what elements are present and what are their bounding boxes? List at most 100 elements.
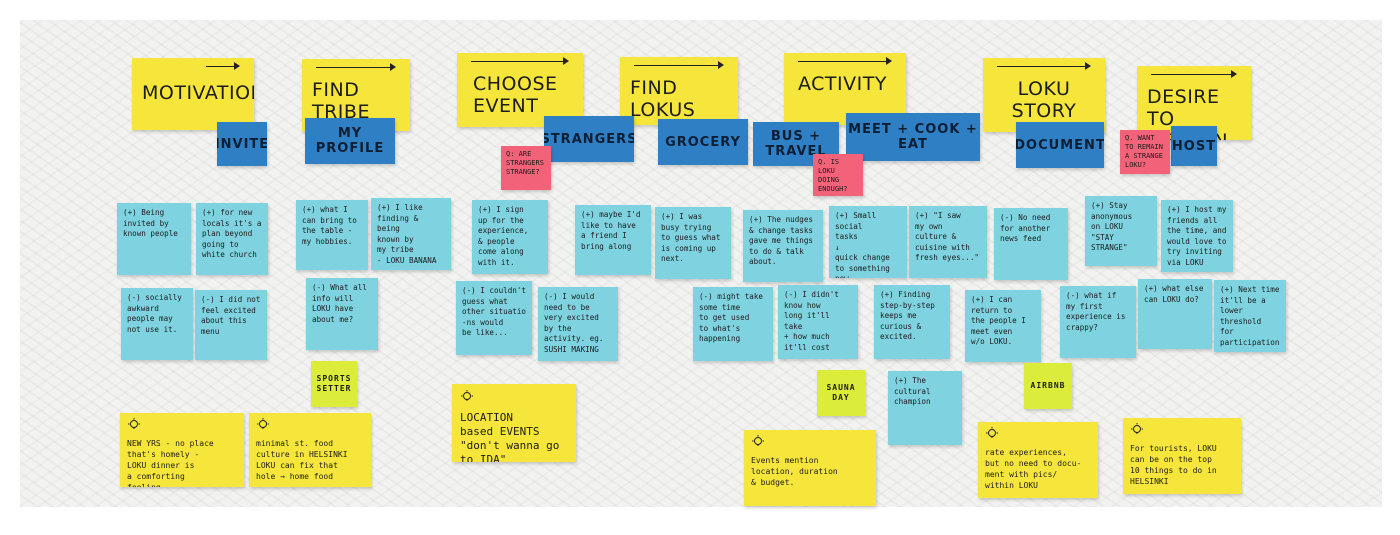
arrow-right-icon (312, 63, 400, 73)
arrow-right-icon (467, 57, 573, 67)
question-note: Q: ARE STRANGERS STRANGE? (501, 146, 551, 190)
touchpoint-note: MEET + COOK + EAT (846, 113, 980, 161)
idea-text: LOCATION based EVENTS "don't wanna go to… (460, 411, 560, 462)
arrow-right-icon (1147, 70, 1241, 80)
insight-note: (+) maybe I'd like to have a friend I br… (575, 205, 651, 275)
insight-text: (-) what if my first experience is crapp… (1066, 291, 1126, 332)
insight-note: (+) I host my friends all the time, and … (1161, 200, 1233, 272)
lightbulb-icon (751, 435, 765, 452)
lightbulb-icon (460, 390, 474, 408)
arrow-right-icon (630, 61, 728, 71)
lightbulb-icon (127, 418, 141, 435)
stage-label: MOTIVATION (142, 82, 254, 104)
insight-text: (+) what I can bring to the table - my h… (302, 205, 357, 246)
touchpoint-note: INVITE (217, 122, 267, 166)
touchpoint-label: INVITE (217, 136, 267, 152)
touchpoint-label: BUS + TRAVEL (765, 129, 827, 159)
touchpoint-note: DOCUMENT (1016, 122, 1104, 168)
stage-label: FIND LOKUS (630, 77, 696, 121)
arrow-right-icon (993, 62, 1095, 72)
tag-text: AIRBNB (1030, 381, 1066, 390)
idea-text: rate experiences, but no need to docu- m… (985, 448, 1082, 490)
touchpoint-note: GROCERY (658, 119, 748, 165)
insight-text: (-) I did not feel excited about this me… (201, 295, 261, 336)
stage-note: CHOOSE EVENT (457, 53, 583, 127)
stage-note: FIND LOKUS (620, 57, 738, 125)
insight-text: (-) socially awkward people may not use … (127, 293, 182, 334)
insight-note: (-) What all info will LOKU have about m… (306, 278, 378, 350)
touchpoint-label: GROCERY (665, 134, 741, 150)
question-note: Q. IS LOKU DOING ENOUGH? (813, 154, 863, 196)
lightbulb-icon (1130, 423, 1144, 440)
insight-text: (+) for new locals it's a plan beyond go… (202, 208, 262, 259)
insight-note: (-) I did not feel excited about this me… (195, 290, 267, 360)
insight-note: (-) I couldn't guess what other situatio… (456, 281, 532, 355)
touchpoint-label: DOCUMENT (1016, 137, 1104, 153)
lightbulb-icon (256, 418, 270, 435)
stage-label: CHOOSE EVENT (473, 73, 558, 117)
arrow-right-icon (202, 62, 244, 72)
idea-text: Events mention location, duration & budg… (751, 456, 838, 487)
stage-label: ACTIVITY (798, 73, 887, 95)
insight-text: (+) I can return to the people I meet ev… (971, 295, 1026, 346)
insight-text: (+) what else can LOKU do? (1144, 284, 1204, 304)
insight-text: (+) Small social tasks ↓ quick change to… (835, 211, 890, 278)
insight-text: (+) maybe I'd like to have a friend I br… (581, 210, 641, 251)
insight-note: (-) No need for another news feed (994, 208, 1068, 280)
question-text: Q. IS LOKU DOING ENOUGH? (818, 158, 848, 193)
insight-text: (+) I was busy trying to guess what is c… (661, 212, 721, 263)
insight-text: (-) I didn't know how long it'll take + … (784, 290, 839, 352)
insight-text: (+) I sign up for the experience, & peop… (478, 205, 529, 267)
stage-note: LOKU STORY (983, 58, 1105, 132)
insight-note: (+) I sign up for the experience, & peop… (472, 200, 548, 274)
insight-note: (+) Next time it'll be a lower threshold… (1214, 280, 1286, 352)
lightbulb-icon (985, 427, 999, 444)
insight-text: (+) The nudges & change tasks gave me th… (749, 215, 814, 266)
insight-text: (-) I would need to be very excited by t… (544, 292, 604, 354)
tag-text: SAUNA DAY (826, 383, 856, 402)
arrow-right-icon (794, 57, 896, 67)
insight-note: (-) I would need to be very excited by t… (538, 287, 618, 361)
insight-note: (+) what else can LOKU do? (1138, 279, 1212, 349)
question-text: Q: ARE STRANGERS STRANGE? (506, 150, 544, 176)
tag-note: SAUNA DAY (817, 370, 865, 416)
insight-text: (-) might take some time to get used to … (699, 292, 764, 343)
tag-note: AIRBNB (1024, 363, 1072, 409)
insight-note: (+) Finding step-by-step keeps me curiou… (874, 285, 950, 359)
touchpoint-label: MY PROFILE (315, 126, 385, 156)
idea-note: For tourists, LOKU can be on the top 10 … (1123, 418, 1241, 494)
insight-note: (+) Being invited by known people (117, 203, 191, 275)
tag-note: SPORTS SETTER (311, 361, 357, 407)
insight-text: (+) I like finding & being known by my t… (377, 203, 437, 265)
insight-text: (+) Being invited by known people (123, 208, 178, 238)
insight-note: (+) what I can bring to the table - my h… (296, 200, 368, 270)
insight-text: (-) What all info will LOKU have about m… (312, 283, 367, 324)
insight-text: (-) I couldn't guess what other situatio… (462, 286, 527, 337)
insight-text: (+) The cultural champion (894, 376, 931, 406)
idea-note: rate experiences, but no need to docu- m… (978, 422, 1098, 498)
idea-note: minimal st. food culture in HELSINKI LOK… (249, 413, 371, 487)
touchpoint-note: MY PROFILE (305, 118, 395, 164)
insight-text: (+) I host my friends all the time, and … (1167, 205, 1227, 267)
insight-note: (+) for new locals it's a plan beyond go… (196, 203, 268, 275)
sticky-note-wall: MOTIVATION FIND TRIBE SIGN UP CHOOSE EVE… (20, 20, 1382, 507)
insight-note: (+) The nudges & change tasks gave me th… (743, 210, 823, 282)
insight-text: (+) "I saw my own culture & cuisine with… (915, 211, 980, 262)
idea-note: LOCATION based EVENTS "don't wanna go to… (452, 384, 576, 462)
insight-note: (+) Stay anonymous on LOKU "STAY STRANGE… (1085, 196, 1157, 266)
stage-label: LOKU STORY (1011, 78, 1077, 122)
tag-text: SPORTS SETTER (316, 374, 352, 393)
idea-text: For tourists, LOKU can be on the top 10 … (1130, 444, 1217, 486)
touchpoint-label: STRANGERS (544, 131, 634, 147)
insight-note: (-) I didn't know how long it'll take + … (778, 285, 858, 359)
idea-text: minimal st. food culture in HELSINKI LOK… (256, 439, 348, 481)
touchpoint-label: HOST (1171, 138, 1217, 154)
insight-text: (-) No need for another news feed (1000, 213, 1051, 243)
idea-text: NEW YRS - no place that's homely - LOKU … (127, 439, 214, 487)
insight-text: (+) Stay anonymous on LOKU "STAY STRANGE… (1091, 201, 1133, 252)
insight-note: (+) Small social tasks ↓ quick change to… (829, 206, 907, 278)
insight-note: (+) The cultural champion (888, 371, 962, 445)
insight-note: (-) what if my first experience is crapp… (1060, 286, 1136, 358)
insight-text: (+) Finding step-by-step keeps me curiou… (880, 290, 935, 341)
insight-note: (+) I can return to the people I meet ev… (965, 290, 1041, 362)
